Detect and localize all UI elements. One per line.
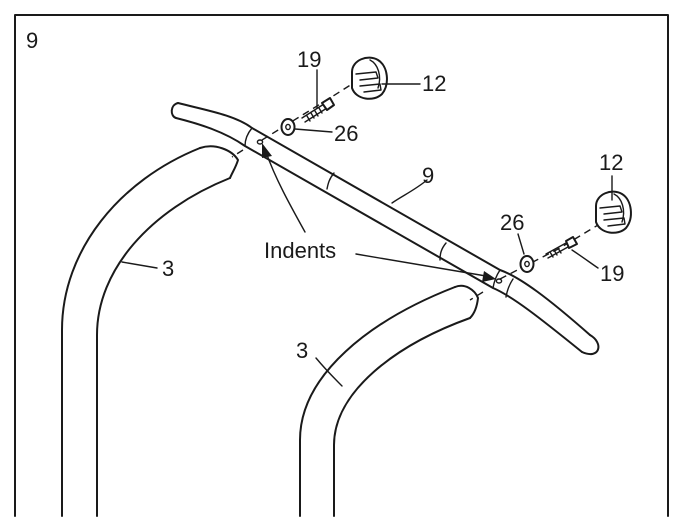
callout-knob-12-top: 12 — [422, 71, 446, 96]
panel-border — [14, 14, 669, 517]
indents-arrow-left — [262, 143, 306, 233]
left-upright-tube — [61, 145, 239, 517]
leader-washer-right — [517, 233, 525, 255]
callout-washer-26-right: 26 — [500, 210, 524, 235]
right-upright-tube — [299, 284, 479, 517]
assembly-line-right-stub — [469, 291, 484, 301]
callout-bolt-19-top: 19 — [297, 47, 321, 72]
leader-frame-left — [121, 261, 158, 269]
indents-arrow-right — [355, 253, 496, 282]
handlebar-tube — [170, 102, 600, 355]
leader-handlebar — [391, 179, 428, 204]
knob-12-right — [595, 190, 632, 234]
indent-hole-left — [256, 139, 264, 145]
leader-washer-top — [294, 128, 333, 133]
assembly-line-right — [499, 224, 599, 280]
bolt-19-right — [545, 236, 578, 259]
bolt-19-top — [301, 97, 335, 123]
callout-knob-12-right: 12 — [599, 150, 623, 175]
washer-26-top — [280, 118, 296, 136]
washer-26-right — [519, 255, 535, 273]
knob-12-top — [351, 56, 388, 100]
leader-bolt-right — [571, 249, 599, 269]
indent-hole-right — [495, 278, 503, 284]
callout-handlebar-9: 9 — [422, 163, 434, 188]
callout-indents: Indents — [264, 238, 336, 263]
callout-bolt-19-right: 19 — [600, 261, 624, 286]
leader-frame-right — [315, 357, 343, 387]
callout-washer-26-top: 26 — [334, 121, 358, 146]
step-number: 9 — [26, 28, 38, 53]
callout-frame-3-right: 3 — [296, 338, 308, 363]
assembly-line-left-stub — [231, 149, 244, 158]
callout-frame-3-left: 3 — [162, 256, 174, 281]
